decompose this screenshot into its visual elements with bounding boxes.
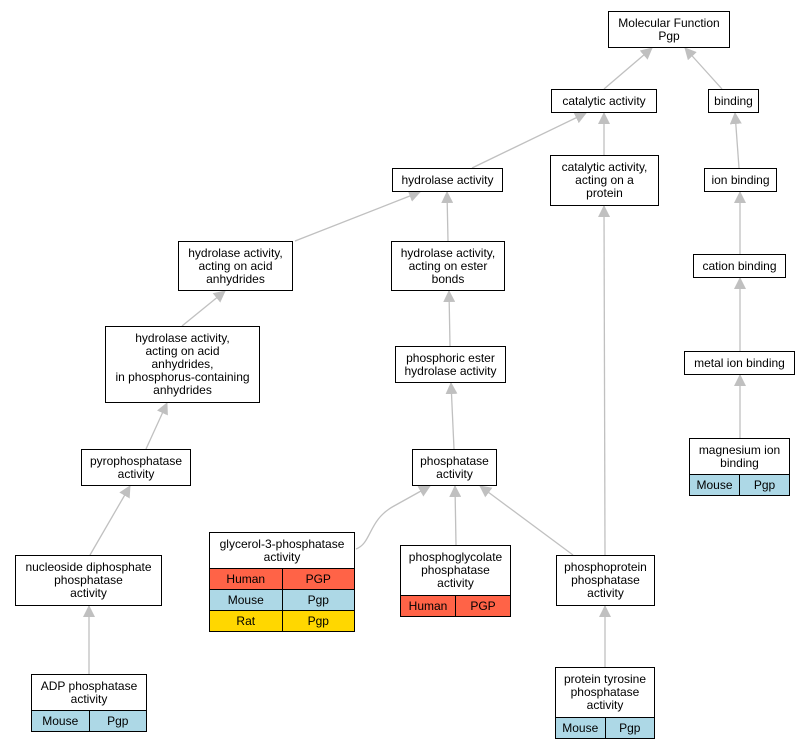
gene-cell: PGP bbox=[455, 596, 510, 616]
node-magnesium-ion-binding[interactable]: magnesium ion binding Mouse Pgp bbox=[689, 438, 790, 496]
node-metal-ion-binding[interactable]: metal ion binding bbox=[684, 351, 795, 375]
node-adp-phosphatase[interactable]: ADP phosphatase activity Mouse Pgp bbox=[31, 674, 147, 732]
edge-ion_binding-to-binding bbox=[729, 112, 742, 169]
species-cell: Human bbox=[226, 572, 266, 586]
node-label: cation binding bbox=[702, 258, 777, 273]
node-label: protein tyrosine phosphatase activity bbox=[563, 672, 647, 712]
species-cell: Mouse bbox=[562, 721, 599, 735]
node-label: hydrolase activity bbox=[401, 172, 494, 187]
node-label: phosphoglycolate phosphatase activity bbox=[408, 550, 503, 590]
node-label: hydrolase activity, acting on acid anhyd… bbox=[115, 331, 250, 397]
annotation-row: Mouse Pgp bbox=[556, 717, 654, 738]
annotation-row: Rat Pgp bbox=[210, 610, 354, 631]
node-catalytic-activity[interactable]: catalytic activity bbox=[551, 89, 657, 113]
node-binding[interactable]: binding bbox=[708, 89, 759, 113]
edge-glycerol-to-phosphatase bbox=[355, 485, 431, 550]
node-label: catalytic activity bbox=[562, 93, 646, 108]
node-hydrolase-phosphorus-anhydrides[interactable]: hydrolase activity, acting on acid anhyd… bbox=[105, 326, 260, 403]
species-cell: Mouse bbox=[227, 593, 264, 607]
node-label: phosphatase activity bbox=[420, 453, 489, 481]
node-label: glycerol-3-phosphatase activity bbox=[219, 536, 345, 564]
species-cell: Rat bbox=[236, 614, 256, 628]
edge-nucleoside-to-pyro bbox=[89, 485, 131, 556]
node-phosphoprotein-phosphatase[interactable]: phosphoprotein phosphatase activity bbox=[556, 555, 655, 606]
edge-phos_ester-to-hyd_ester bbox=[443, 290, 456, 347]
edge-phosphoprotein-to-phosphatase bbox=[479, 485, 574, 556]
edge-pyro-to-hyd_phos bbox=[145, 402, 168, 450]
node-label: hydrolase activity, acting on ester bond… bbox=[400, 245, 496, 286]
node-hydrolase-acid-anhydrides[interactable]: hydrolase activity, acting on acid anhyd… bbox=[178, 241, 293, 291]
edge-phosphoprotein-to-cat_protein bbox=[598, 205, 611, 556]
node-hydrolase-activity[interactable]: hydrolase activity bbox=[392, 168, 503, 192]
node-label: nucleoside diphosphate phosphatase activ… bbox=[25, 560, 152, 600]
species-cell: Mouse bbox=[696, 478, 733, 492]
gene-cell: Pgp bbox=[281, 590, 355, 610]
node-label: phosphoprotein phosphatase activity bbox=[564, 560, 647, 600]
edge-hyd_phos-to-hyd_acid bbox=[181, 290, 226, 327]
gene-cell: Pgp bbox=[88, 711, 147, 731]
edge-hyd_acid-to-hydrolase bbox=[294, 190, 421, 242]
node-label: magnesium ion binding bbox=[698, 442, 781, 470]
node-catalytic-activity-acting-on-protein[interactable]: catalytic activity, acting on a protein bbox=[550, 155, 659, 206]
edge-phosphatase-to-phos_ester bbox=[445, 382, 458, 450]
edge-hydrolase-to-catalytic bbox=[471, 112, 587, 169]
annotation-row: Mouse Pgp bbox=[32, 710, 146, 731]
node-label: ion binding bbox=[711, 172, 770, 187]
node-label: binding bbox=[714, 93, 753, 108]
annotation-row: Human PGP bbox=[210, 568, 354, 589]
edge-hyd_ester-to-hydrolase bbox=[441, 191, 454, 242]
node-label: metal ion binding bbox=[694, 355, 785, 370]
species-cell: Mouse bbox=[42, 714, 79, 728]
species-cell: Human bbox=[408, 599, 448, 613]
node-hydrolase-ester-bonds[interactable]: hydrolase activity, acting on ester bond… bbox=[391, 241, 505, 291]
node-phosphatase[interactable]: phosphatase activity bbox=[412, 449, 497, 486]
gene-cell: Pgp bbox=[604, 718, 655, 738]
node-cation-binding[interactable]: cation binding bbox=[693, 254, 786, 278]
annotation-row: Mouse Pgp bbox=[210, 589, 354, 610]
gene-cell: PGP bbox=[281, 569, 355, 589]
node-phosphoglycolate-phosphatase[interactable]: phosphoglycolate phosphatase activity Hu… bbox=[400, 545, 511, 617]
edge-binding-to-mf_root bbox=[684, 47, 723, 90]
node-pyrophosphatase[interactable]: pyrophosphatase activity bbox=[81, 449, 191, 486]
annotation-row: Human PGP bbox=[401, 595, 510, 616]
node-label: hydrolase activity, acting on acid anhyd… bbox=[188, 245, 283, 286]
node-label: phosphoric ester hydrolase activity bbox=[404, 350, 497, 378]
gene-cell: Pgp bbox=[739, 475, 789, 495]
node-glycerol-3-phosphatase[interactable]: glycerol-3-phosphatase activity Human PG… bbox=[209, 532, 355, 632]
node-nucleoside-diphosphate-phosphatase[interactable]: nucleoside diphosphate phosphatase activ… bbox=[15, 555, 162, 606]
node-label: Molecular Function Pgp bbox=[618, 15, 720, 43]
node-protein-tyrosine-phosphatase[interactable]: protein tyrosine phosphatase activity Mo… bbox=[555, 667, 655, 739]
node-ion-binding[interactable]: ion binding bbox=[704, 168, 777, 192]
annotation-row: Mouse Pgp bbox=[690, 474, 789, 495]
node-mf-root[interactable]: Molecular Function Pgp bbox=[608, 11, 730, 48]
node-label: catalytic activity, acting on a protein bbox=[561, 160, 648, 200]
node-label: pyrophosphatase activity bbox=[89, 453, 183, 481]
edge-catalytic-to-mf_root bbox=[603, 47, 653, 90]
edge-phosphoglycolate-to-phosphatase bbox=[449, 485, 462, 546]
node-phosphoric-ester-hydrolase[interactable]: phosphoric ester hydrolase activity bbox=[395, 346, 506, 383]
gene-cell: Pgp bbox=[281, 611, 355, 631]
node-label: ADP phosphatase activity bbox=[40, 678, 138, 706]
